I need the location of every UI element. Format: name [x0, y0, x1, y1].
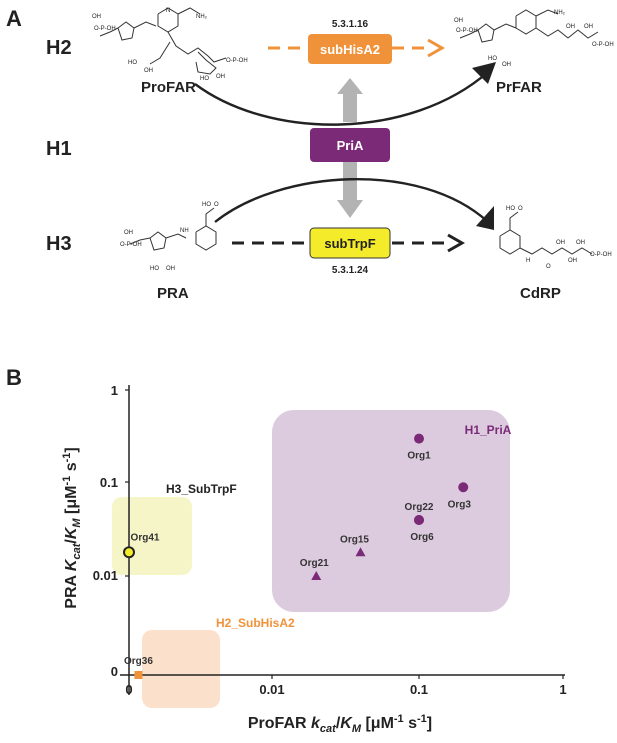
gray-arrow-down-shaft — [343, 162, 357, 202]
panel-a: A H2 H1 H3 OH O-P-OH N NH₂ HO OH HO OH O… — [6, 6, 614, 302]
subhisa2-enzyme-box — [308, 34, 392, 64]
svg-text:HO: HO — [488, 56, 497, 62]
h1-pria-group-label: H1_PriA — [465, 423, 512, 437]
y-axis-label: PRA Kcat/KM [μM-1 s-1] — [61, 447, 83, 608]
y-tick-label: 0 — [111, 664, 118, 679]
data-label-org22: Org22 — [405, 502, 434, 513]
hypothesis-h2-label: H2 — [46, 37, 72, 59]
h2-arrowhead-icon — [427, 38, 446, 58]
h1-pria-group-box — [272, 410, 510, 612]
svg-text:OH: OH — [166, 266, 175, 272]
data-point-org1 — [414, 433, 424, 444]
y-tick-label: 1 — [111, 383, 118, 398]
subhisa2-label: subHisA2 — [320, 42, 380, 57]
profar-label: ProFAR — [141, 79, 196, 96]
profar-structure-icon — [99, 7, 227, 75]
prfar-label: PrFAR — [496, 79, 542, 96]
svg-text:NH₂: NH₂ — [196, 14, 208, 20]
data-label-org1: Org1 — [407, 451, 431, 462]
svg-text:HO: HO — [202, 202, 211, 208]
svg-text:OH: OH — [124, 230, 133, 236]
panel-a-letter: A — [6, 6, 22, 31]
svg-text:OH: OH — [216, 74, 225, 80]
subtrpf-enzyme-box — [309, 227, 391, 259]
data-point-org41 — [123, 546, 135, 559]
svg-text:OH: OH — [92, 14, 101, 20]
y-tick-label: 0.1 — [100, 475, 118, 490]
x-tick-label: 1 — [559, 682, 566, 697]
h2-subhisa2-group-box — [142, 630, 220, 708]
svg-text:O: O — [518, 206, 523, 212]
y-tick-label: 0.01 — [93, 568, 118, 583]
svg-text:H: H — [526, 258, 530, 264]
svg-text:OH: OH — [566, 24, 575, 30]
svg-text:HO: HO — [200, 76, 209, 82]
pra-label: PRA — [157, 285, 189, 302]
svg-text:HO: HO — [506, 206, 515, 212]
data-point-org3 — [458, 482, 469, 493]
cdrp-structure-icon — [499, 211, 593, 255]
svg-text:O: O — [214, 202, 219, 208]
svg-text:O-P-OH: O-P-OH — [120, 242, 142, 248]
subhisa2-ec-number: 5.3.1.16 — [332, 19, 369, 30]
svg-text:O-P-OH: O-P-OH — [592, 42, 614, 48]
h1-lower-arrowhead-icon — [476, 206, 494, 230]
gray-arrow-up-shaft — [343, 92, 357, 122]
svg-text:OH: OH — [556, 240, 565, 246]
pria-enzyme-box — [310, 128, 390, 162]
prfar-structure-icon — [459, 9, 599, 43]
x-tick-label: 0.01 — [259, 682, 284, 697]
data-label-org36: Org36 — [124, 656, 153, 667]
hypothesis-h3-label: H3 — [46, 233, 72, 255]
panel-b-letter: B — [6, 365, 22, 390]
svg-text:O: O — [546, 264, 551, 270]
h2-subhisa2-group-label: H2_SubHisA2 — [216, 616, 295, 630]
pria-label: PriA — [337, 138, 364, 153]
data-point-org15 — [355, 547, 366, 557]
svg-text:O-P-OH: O-P-OH — [94, 26, 116, 32]
pra-structure-icon — [129, 207, 217, 251]
svg-text:HO: HO — [128, 60, 137, 66]
svg-text:NH₂: NH₂ — [554, 10, 566, 16]
svg-text:NH: NH — [180, 228, 189, 234]
svg-text:OH: OH — [584, 24, 593, 30]
subtrpf-ec-number: 5.3.1.24 — [332, 265, 369, 276]
axis-ticks — [125, 389, 564, 679]
data-label-org15: Org15 — [340, 534, 369, 545]
x-axis-label: ProFAR kcat/KM [μM-1 s-1] — [248, 713, 432, 735]
h1-upper-arrowhead-icon — [472, 62, 496, 84]
data-label-org21: Org21 — [300, 558, 329, 569]
data-point-org36 — [134, 671, 143, 679]
svg-text:O-P-OH: O-P-OH — [590, 252, 612, 258]
data-label-org6: Org6 — [410, 532, 434, 543]
subtrpf-label: subTrpF — [324, 236, 375, 251]
data-point-org21 — [311, 571, 322, 580]
h1-lower-curve-arrow — [214, 178, 489, 223]
gray-arrow-down-icon — [337, 200, 363, 218]
h3-subtrpf-group-label: H3_SubTrpF — [166, 482, 237, 496]
gray-arrow-up-icon — [337, 78, 363, 94]
x-tick-label: 0.1 — [410, 682, 428, 697]
data-label-org41: Org41 — [131, 532, 160, 543]
hypothesis-h1-label: H1 — [46, 138, 72, 160]
svg-text:HO: HO — [150, 266, 159, 272]
x-tick-label: 0 — [125, 682, 132, 697]
h1-upper-curve-arrow — [194, 71, 489, 126]
svg-text:O-P-OH: O-P-OH — [226, 58, 248, 64]
data-point-org6 — [414, 515, 424, 526]
cdrp-label: CdRP — [520, 285, 561, 302]
svg-text:OH: OH — [144, 68, 153, 74]
panel-b: B H1_PriA H3_SubTrpF H2_SubHisA2 0 0.01 … — [6, 365, 567, 735]
data-label-org3: Org3 — [448, 499, 472, 510]
svg-text:O-P-OH: O-P-OH — [456, 28, 478, 34]
svg-text:N: N — [166, 8, 170, 14]
svg-text:OH: OH — [576, 240, 585, 246]
svg-text:OH: OH — [568, 258, 577, 264]
svg-text:OH: OH — [502, 62, 511, 68]
svg-text:OH: OH — [454, 18, 463, 24]
h3-arrowhead-icon — [447, 233, 466, 253]
